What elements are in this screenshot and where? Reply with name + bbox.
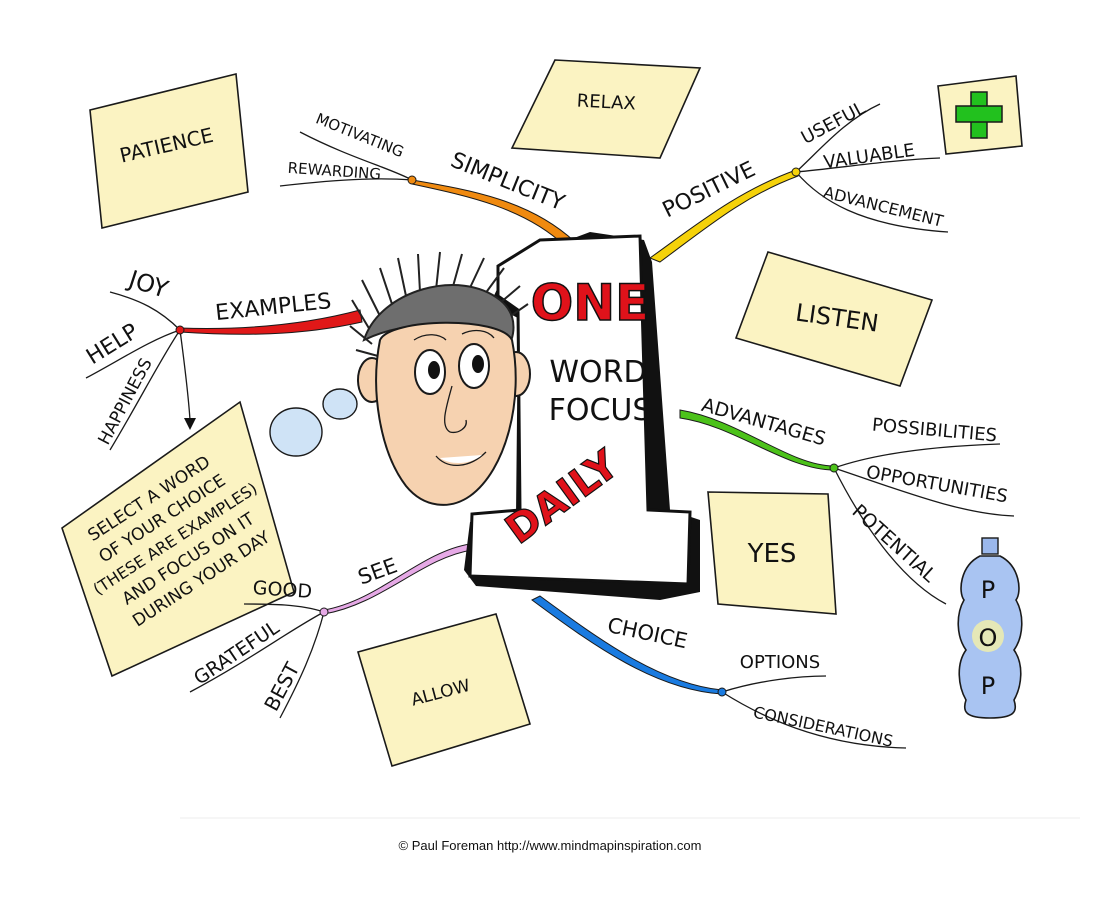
choice-child-options: OPTIONS xyxy=(740,652,820,673)
positive-child-valuable: VALUABLE xyxy=(822,140,916,174)
choice-child-considerations: CONSIDERATIONS xyxy=(752,703,895,751)
advantages-child-possibilities: POSSIBILITIES xyxy=(871,415,998,447)
note-yes-text: YES xyxy=(747,539,797,569)
choice-label: CHOICE xyxy=(605,613,689,653)
note-relax: RELAX xyxy=(510,59,702,159)
advantages-child-opportunities: OPPORTUNITIES xyxy=(865,462,1010,508)
thought-bubble-icon xyxy=(269,388,358,457)
branch-positive: POSITIVE USEFUL VALUABLE ADVANCEMENT xyxy=(648,98,949,263)
see-child-best: BEST xyxy=(259,658,305,715)
simplicity-child-motivating: MOTIVATING xyxy=(313,110,406,162)
note-yes: YES xyxy=(707,491,837,615)
bottle-letter-1: P xyxy=(981,576,995,604)
positive-label: POSITIVE xyxy=(659,157,760,223)
center-number-one: ONE WORD FOCUS DAILY xyxy=(464,232,700,600)
plus-icon xyxy=(955,91,1003,139)
face-icon xyxy=(375,321,517,506)
examples-child-help: HELP xyxy=(82,319,143,370)
note-allow: ALLOW xyxy=(356,613,532,767)
note-select-word: SELECT A WORD OF YOUR CHOICE (THESE ARE … xyxy=(61,400,295,678)
copyright-credit: © Paul Foreman http://www.mindmapinspira… xyxy=(398,838,702,853)
simplicity-child-rewarding: REWARDING xyxy=(287,159,381,183)
bottle-letter-3: P xyxy=(981,672,995,700)
bottle-letter-2: O xyxy=(979,624,998,652)
advantages-child-potential: POTENTIAL xyxy=(848,500,941,587)
note-patience: PATIENCE xyxy=(89,73,249,229)
center-one-label: ONE xyxy=(531,274,650,332)
note-relax-text: RELAX xyxy=(576,90,636,114)
note-listen: LISTEN xyxy=(734,251,934,387)
examples-child-happiness: HAPPINESS xyxy=(94,355,156,448)
branch-choice: CHOICE OPTIONS CONSIDERATIONS xyxy=(531,595,907,751)
thinking-head-illustration xyxy=(269,251,531,506)
center-focus-label: FOCUS xyxy=(549,393,652,428)
see-child-good: GOOD xyxy=(252,577,313,603)
center-word-label: WORD xyxy=(549,355,646,390)
examples-arrow-icon xyxy=(184,418,196,430)
note-plus xyxy=(937,75,1023,155)
positive-child-useful: USEFUL xyxy=(798,98,869,149)
pop-bottle-illustration: P O P xyxy=(957,537,1023,719)
